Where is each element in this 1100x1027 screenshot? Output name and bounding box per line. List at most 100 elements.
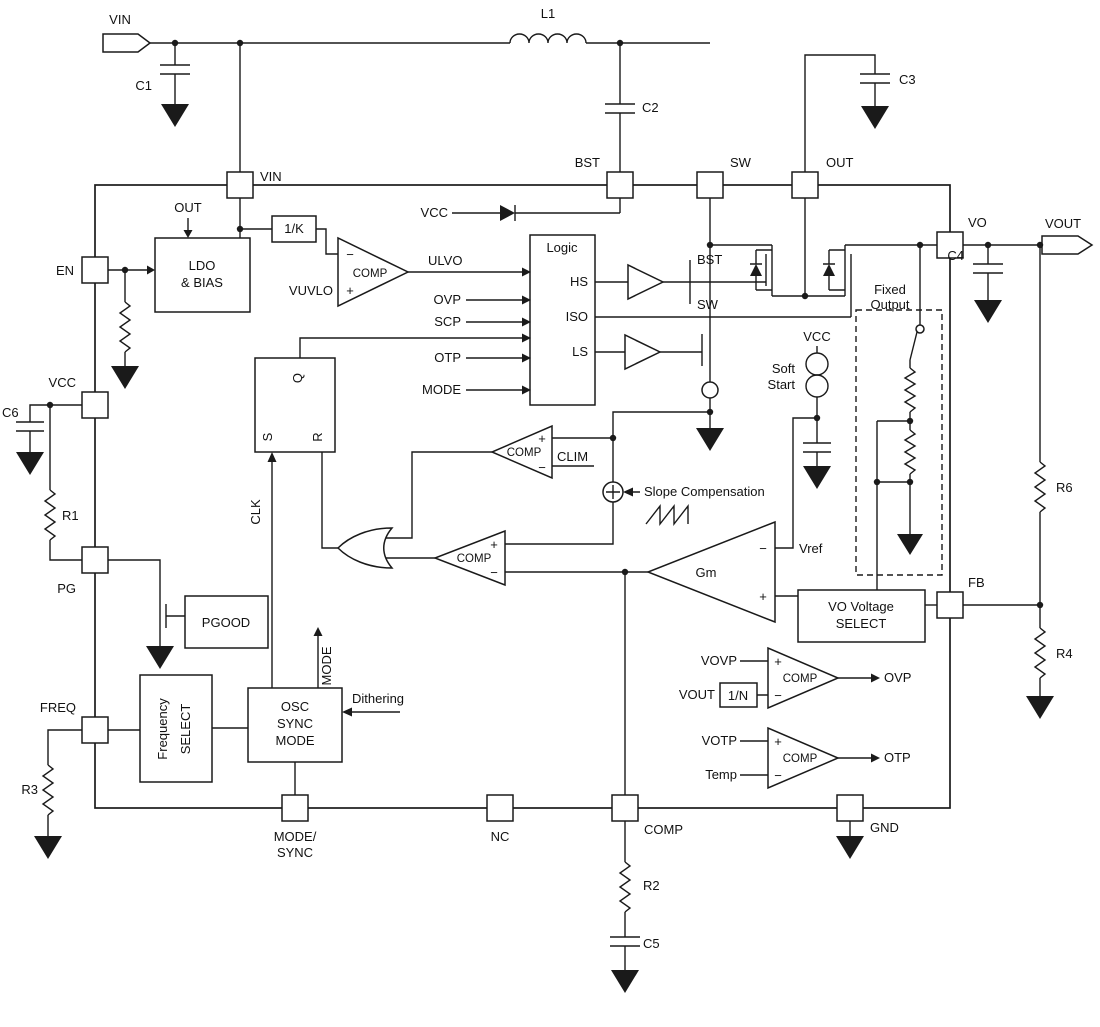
c6-label: C6 [2, 405, 19, 420]
ovp-output-label: OVP [884, 670, 911, 685]
dithering-arrow [342, 707, 352, 717]
ovp-comp-label: COMP [783, 673, 818, 685]
ldo-bias-block [154, 237, 251, 313]
r4-label: R4 [1056, 646, 1073, 661]
vo-select-label-1: VO Voltage [828, 599, 894, 614]
uvlo-plus: + [346, 283, 354, 298]
clk-arrow [267, 452, 277, 462]
inductor-l1 [509, 33, 587, 44]
one-n-label: 1/N [728, 688, 748, 703]
ovp-out-arrow [871, 673, 880, 683]
uvlo-comparator [337, 236, 410, 308]
ovp-comparator [767, 646, 840, 710]
otp-plus: + [774, 734, 782, 749]
out-signal-label: OUT [174, 200, 202, 215]
pin-vcc [81, 391, 109, 419]
l1-label: L1 [541, 6, 555, 21]
out-arrow-head [183, 230, 193, 238]
logic-in-mode-label: MODE [422, 382, 461, 397]
logic-ls-label: LS [572, 344, 588, 359]
vout-divider-label: VOUT [679, 687, 715, 702]
gm-minus: − [759, 541, 767, 556]
current-sense-element [701, 381, 719, 399]
pin-en-label: EN [56, 263, 74, 278]
pwm-comp-label: COMP [457, 553, 492, 565]
pin-pg [81, 546, 109, 574]
r1-label: R1 [62, 508, 79, 523]
ovp-minus: − [774, 688, 782, 703]
ovp-plus: + [774, 654, 782, 669]
ff-q-label: Q [290, 373, 305, 383]
c5-label: C5 [643, 936, 660, 951]
osc-label-1: OSC [281, 699, 309, 714]
slope-compensation-label: Slope Compensation [644, 484, 765, 499]
osc-label-3: MODE [276, 733, 315, 748]
pin-sw [696, 171, 724, 199]
driver-bst-rail-label: BST [697, 252, 722, 267]
gm-label: Gm [696, 565, 717, 580]
logic-in-scp-label: SCP [434, 314, 461, 329]
pwm-plus: + [490, 537, 498, 552]
pin-freq [81, 716, 109, 744]
fixed-output-label-2: Output [870, 297, 909, 312]
vout-terminal-label: VOUT [1045, 216, 1081, 231]
vout-terminal [1041, 235, 1094, 255]
vcc-softstart-label: VCC [803, 329, 830, 344]
softstart-current-source-bottom [805, 374, 829, 398]
pgood-label: PGOOD [202, 615, 250, 630]
or-gate [336, 527, 394, 569]
uvlo-comp-label: COMP [353, 268, 388, 280]
pin-vin [226, 171, 254, 199]
r6-label: R6 [1056, 480, 1073, 495]
c3-label: C3 [899, 72, 916, 87]
vovp-label: VOVP [701, 653, 737, 668]
pin-bst [606, 171, 634, 199]
otp-out-arrow [871, 753, 880, 763]
clim-plus: + [538, 431, 546, 446]
pin-gnd-label: GND [870, 820, 899, 835]
vref-label: Vref [799, 541, 823, 556]
clim-label: CLIM [557, 449, 588, 464]
vcc-bootstrap-label: VCC [421, 205, 448, 220]
mode-rotated-label: MODE [319, 646, 334, 685]
logic-hs-label: HS [570, 274, 588, 289]
summing-plus-sign [606, 485, 620, 499]
pin-pg-label: PG [57, 581, 76, 596]
ff-r-label: R [310, 432, 325, 441]
gm-plus: + [759, 589, 767, 604]
r3-label: R3 [21, 782, 38, 797]
votp-label: VOTP [702, 733, 737, 748]
pin-freq-label: FREQ [40, 700, 76, 715]
body-diode-2 [823, 264, 835, 276]
pwm-minus: − [490, 565, 498, 580]
otp-comp-label: COMP [783, 753, 818, 765]
pin-vcc-label: VCC [49, 375, 76, 390]
pin-nc [486, 794, 514, 822]
clim-minus: − [538, 460, 546, 475]
bootstrap-diode [500, 205, 515, 221]
c1-label: C1 [135, 78, 152, 93]
dithering-label: Dithering [352, 691, 404, 706]
arrowheads [147, 230, 880, 763]
softstart-current-source-top [805, 352, 829, 376]
vin-terminal-label: VIN [109, 12, 131, 27]
driver-sw-rail-label: SW [697, 297, 719, 312]
pin-nc-label: NC [491, 829, 510, 844]
pin-en [81, 256, 109, 284]
otp-minus: − [774, 768, 782, 783]
pin-vo [936, 231, 964, 259]
uvlo-minus: − [346, 247, 354, 262]
logic-in-ovp-label: OVP [434, 292, 461, 307]
fixed-output-label-1: Fixed [874, 282, 906, 297]
labels: VIN L1 C1 C2 C3 VOUT C4 R6 R4 VIN BST SW… [2, 6, 1081, 951]
pin-mode-sync-label-2: SYNC [277, 845, 313, 860]
pin-vin-label: VIN [260, 169, 282, 184]
pin-comp [611, 794, 639, 822]
ldo-label-1: LDO [189, 258, 216, 273]
slope-comp-arrow [623, 487, 633, 497]
gm-error-amplifier [645, 520, 776, 624]
clim-comp-label: COMP [507, 447, 542, 459]
c2-label: C2 [642, 100, 659, 115]
vuvlo-label: VUVLO [289, 283, 333, 298]
pin-fb [936, 591, 964, 619]
